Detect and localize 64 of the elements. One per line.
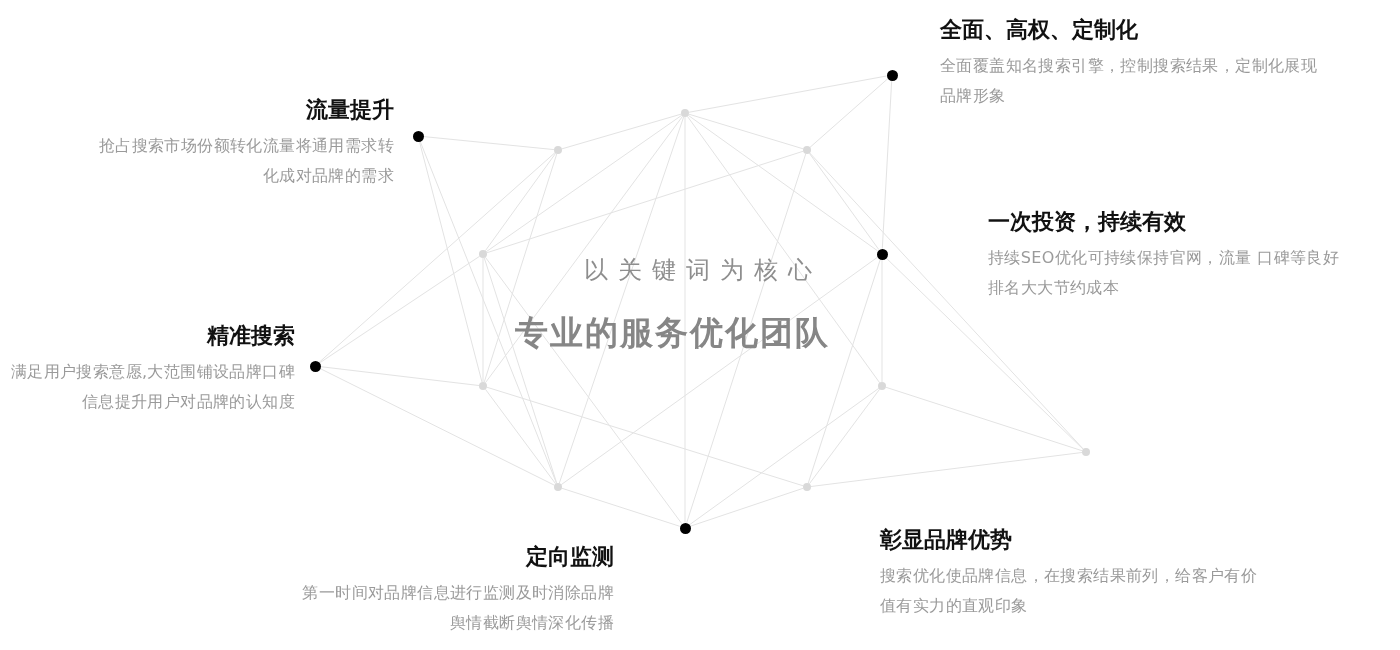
connector-line [484,256,683,525]
connector-line [807,258,881,484]
network-node [681,109,689,117]
network-node [412,130,424,142]
network-node [803,146,811,154]
headline: 专业的服务优化团队 [514,312,831,354]
connector-line [561,487,681,527]
connector-line [688,113,804,150]
connector-line [881,80,893,249]
feature-heading: 定向监测 [526,543,614,571]
connector-line [808,388,881,485]
tagline: 以关键词为核心 [583,255,823,286]
network-node [679,522,691,534]
connector-line [689,487,804,527]
connector-line [484,152,557,252]
connector-line [419,140,557,484]
connector-line [319,255,481,364]
connector-line [560,256,879,486]
feature-description: 满足用户搜索意愿,大范围铺设品牌口碑信息提升用户对品牌的认知度 [9,361,295,413]
connector-line [686,153,807,524]
connector-line [810,452,1083,487]
feature-heading: 一次投资，持续有效 [988,208,1186,236]
feature-description: 第一时间对品牌信息进行监测及时消除品牌舆情截断舆情深化传播 [301,582,614,634]
connector-line [885,386,1083,452]
connector-line [319,367,555,486]
connector-line [561,113,682,150]
connector-line [485,114,683,253]
network-node [886,69,898,81]
connector-line [686,115,881,384]
connector-line [486,386,804,487]
feature-description: 持续SEO优化可持续保持官网，流量 口碑等良好排名大大节约成本 [988,247,1341,299]
feature-description: 搜索优化使品牌信息，在搜索结果前列，给客户有价值有实力的直观印象 [880,565,1259,617]
feature-heading: 流量提升 [306,96,394,124]
connector-line [808,152,880,251]
network-node [876,248,888,260]
feature-heading: 全面、高权、定制化 [940,16,1138,44]
feature-description: 抢占搜索市场份额转化流量将通用需求转化成对品牌的需求 [97,135,394,187]
connector-line [484,388,557,485]
network-node [554,483,562,491]
network-node [479,382,487,390]
connector-line [484,115,684,384]
connector-line [558,116,685,484]
network-node [309,360,321,372]
network-node [554,146,562,154]
connector-line [885,257,1084,450]
network-node [1082,448,1090,456]
connector-line [809,152,1084,450]
feature-description: 全面覆盖知名搜索引擎，控制搜索结果，定制化展现品牌形象 [940,55,1319,107]
network-node [878,382,886,390]
network-node [803,483,811,491]
connector-line [688,387,880,526]
connector-line [687,114,879,252]
network-node [479,250,487,258]
feature-heading: 精准搜索 [207,322,295,350]
connector-line [319,366,480,387]
connector-line [486,150,804,254]
feature-heading: 彰显品牌优势 [880,526,1013,554]
connector-line [318,152,556,363]
connector-line [418,140,483,383]
connector-line [483,257,558,484]
connector-line [422,136,555,151]
connector-line [688,75,888,113]
connector-line [483,153,558,383]
connector-line [809,78,889,148]
